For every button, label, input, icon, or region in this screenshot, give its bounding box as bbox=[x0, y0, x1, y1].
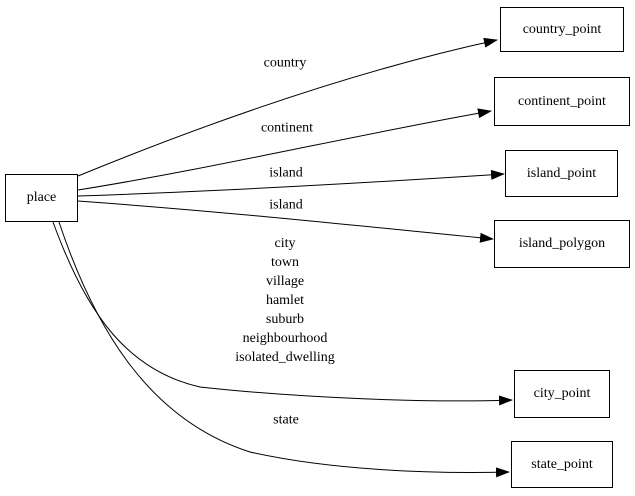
node-island-point: island_point bbox=[505, 150, 618, 197]
node-city-point: city_point bbox=[514, 370, 610, 418]
node-island-polygon: island_polygon bbox=[494, 220, 630, 268]
edge-label-neighbourhood: neighbourhood bbox=[242, 331, 328, 346]
edge-place-island-point bbox=[77, 169, 505, 197]
edge-label-state: state bbox=[273, 412, 299, 428]
edge-label-island-1: island bbox=[269, 165, 303, 181]
edge-label-city-group: city town village hamlet suburb neighbou… bbox=[235, 234, 335, 367]
edge-place-island-polygon bbox=[77, 200, 494, 243]
edge-place-city-point bbox=[52, 221, 513, 406]
node-country-point: country_point bbox=[500, 7, 624, 52]
edge-label-country: country bbox=[263, 55, 307, 71]
edge-label-town: town bbox=[270, 255, 299, 270]
edge-label-isolated-dwelling: isolated_dwelling bbox=[235, 350, 335, 365]
edge-place-continent-point bbox=[77, 108, 492, 191]
node-continent-point: continent_point bbox=[494, 77, 630, 126]
node-state-point: state_point bbox=[511, 441, 613, 488]
edge-place-country-point bbox=[77, 37, 498, 177]
edge-place-state-point bbox=[58, 221, 510, 478]
edge-label-continent: continent bbox=[260, 120, 314, 136]
edge-label-city: city bbox=[274, 236, 296, 251]
node-place: place bbox=[5, 174, 78, 222]
edge-label-island-2: island bbox=[269, 197, 303, 213]
edge-label-suburb: suburb bbox=[265, 312, 305, 327]
edge-label-village: village bbox=[265, 274, 305, 289]
edge-label-hamlet: hamlet bbox=[265, 293, 305, 308]
